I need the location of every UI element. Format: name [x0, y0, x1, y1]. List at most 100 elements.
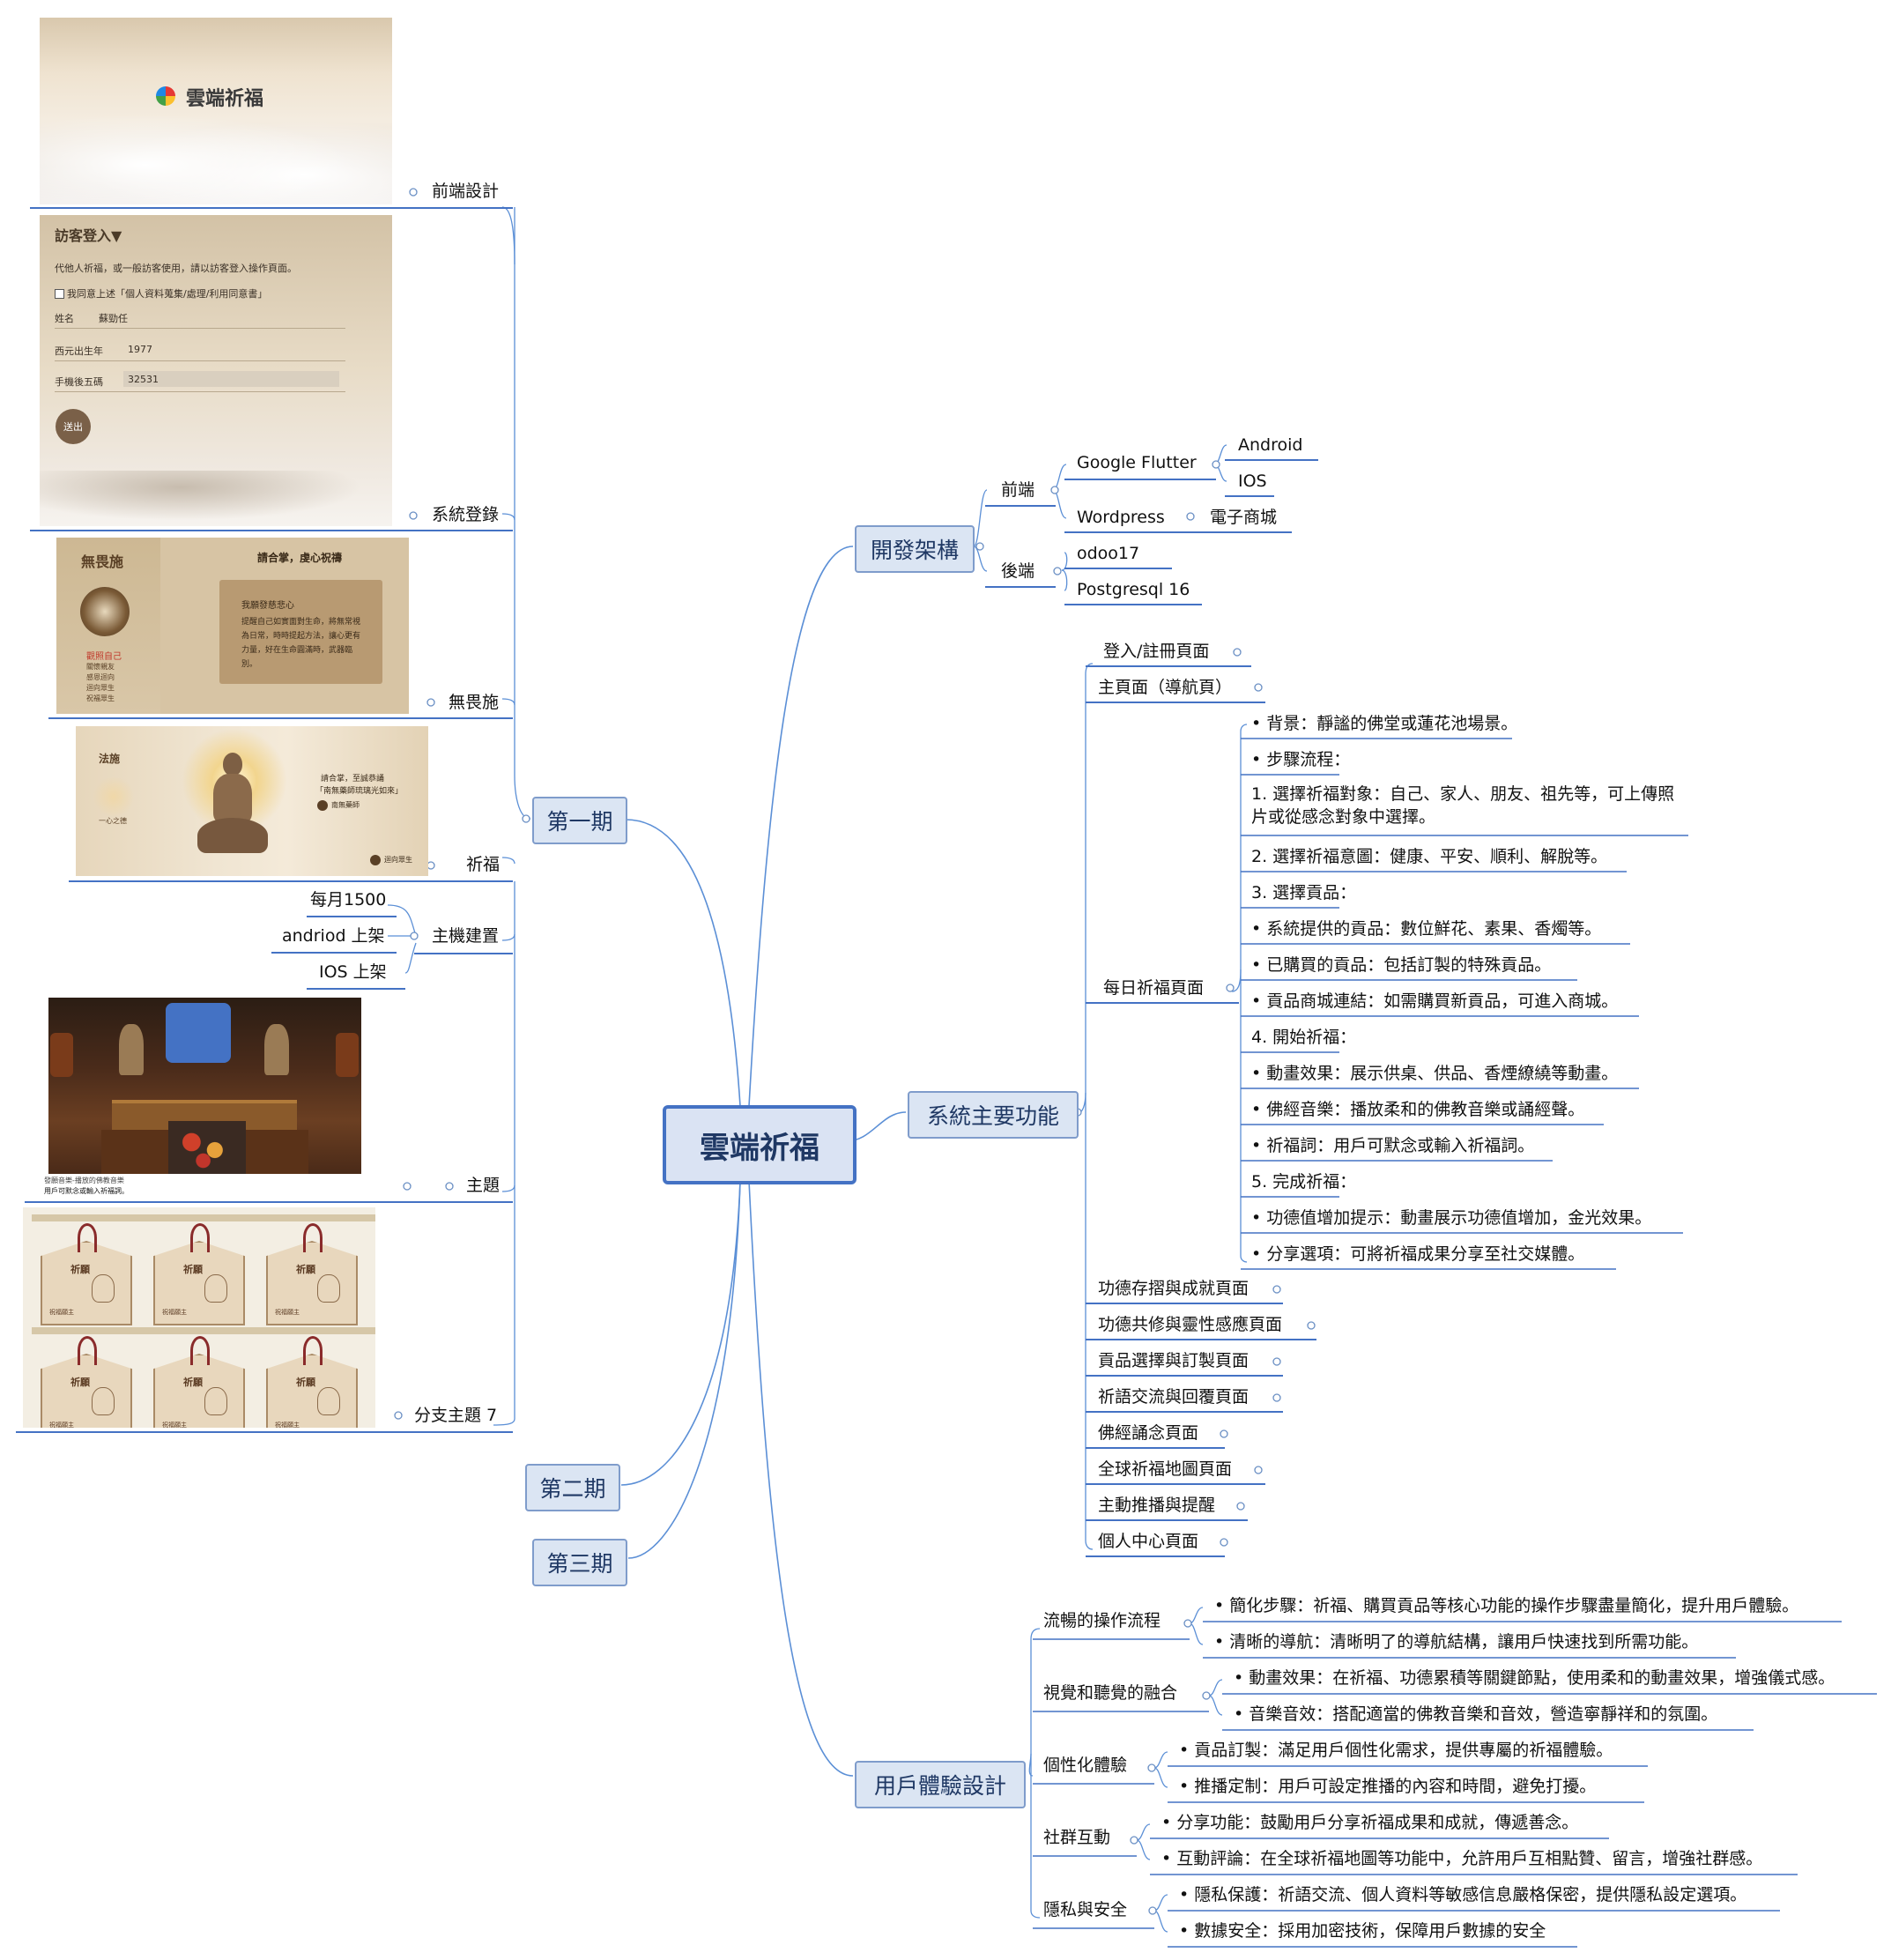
feature-login-page[interactable]: 登入/註冊頁面	[1103, 642, 1210, 661]
topic-ux-design[interactable]: 用戶體驗設計	[855, 1761, 1026, 1808]
dedicate-button[interactable]	[370, 855, 381, 865]
topic-phase1[interactable]: 第一期	[532, 797, 627, 844]
tag-small-text: 祝福願主	[275, 1422, 300, 1428]
daily-pray-item[interactable]: • 已購買的貢品：包括訂製的特殊貢品。	[1251, 955, 1552, 975]
topic-dev-architecture[interactable]: 開發架構	[855, 525, 975, 573]
name-field-value[interactable]: 蘇勁任	[99, 313, 128, 324]
offering-slot-icon[interactable]	[166, 1003, 231, 1063]
odoo-label[interactable]: odoo17	[1077, 544, 1140, 563]
daily-pray-item[interactable]: • 功德值增加提示：動畫展示功德值增加，金光效果。	[1251, 1208, 1652, 1228]
ux-detail-item[interactable]: • 動畫效果：在祈福、功德累積等關鍵節點，使用柔和的動畫效果，增強儀式感。	[1234, 1668, 1835, 1688]
frontend-design-image: 雲端祈福	[40, 18, 392, 204]
wuweishi-side-2[interactable]: 關懷親友	[86, 663, 115, 671]
ios-label[interactable]: IOS	[1238, 471, 1267, 491]
daily-pray-item[interactable]: 3. 選擇貢品：	[1251, 883, 1357, 902]
daily-pray-item[interactable]: 5. 完成祈福：	[1251, 1172, 1357, 1192]
wordpress-label[interactable]: Wordpress	[1077, 508, 1165, 527]
topic-main-features[interactable]: 系統主要功能	[908, 1091, 1079, 1139]
feature-merit-page[interactable]: 功德存摺與成就頁面	[1098, 1279, 1250, 1298]
feature-offering-page[interactable]: 貢品選擇與訂製頁面	[1098, 1351, 1250, 1370]
daily-pray-item[interactable]: • 動畫效果：展示供桌、供品、香煙繚繞等動畫。	[1251, 1064, 1619, 1083]
ux-flow-label[interactable]: 流暢的操作流程	[1043, 1611, 1161, 1630]
dedicate-label[interactable]: 迴向眾生	[384, 856, 412, 864]
feature-exchange-page[interactable]: 祈語交流與回覆頁面	[1098, 1387, 1250, 1407]
daily-pray-item[interactable]: • 步驟流程：	[1251, 750, 1351, 769]
dev-backend-label[interactable]: 後端	[1001, 561, 1035, 581]
dev-frontend-label[interactable]: 前端	[1001, 480, 1035, 500]
tag-small-text: 祝福願主	[49, 1309, 74, 1316]
wuweishi-label[interactable]: 無畏施	[449, 693, 500, 712]
daily-pray-item[interactable]: • 系統提供的貢品：數位鮮花、素果、香燭等。	[1251, 919, 1602, 939]
postgresql-label[interactable]: Postgresql 16	[1077, 580, 1190, 599]
ux-personal-label[interactable]: 個性化體驗	[1043, 1756, 1128, 1775]
daily-pray-item[interactable]: • 背景：靜謐的佛堂或蓮花池場景。	[1251, 714, 1518, 733]
tag-figure-icon	[92, 1387, 115, 1415]
wish-tag-icon[interactable]	[153, 1241, 245, 1325]
ux-detail-item[interactable]: • 互動評論：在全球祈福地圖等功能中，允許用戶互相點贊、留言，增強社群感。	[1161, 1849, 1763, 1868]
app-logo-icon	[156, 86, 175, 106]
tag-title: 祈願	[183, 1264, 203, 1275]
wuweishi-side-5[interactable]: 祝福眾生	[86, 694, 115, 702]
wuweishi-side-1[interactable]: 觀照自己	[86, 652, 122, 662]
theme-label[interactable]: 主題	[466, 1176, 501, 1195]
daily-pray-item[interactable]: • 貢品商城連結：如需購買新貢品，可進入商城。	[1251, 991, 1619, 1011]
feature-daily-pray[interactable]: 每日祈福頁面	[1103, 978, 1205, 998]
host-setup-label[interactable]: 主機建置	[432, 926, 500, 946]
lantern-left-icon	[50, 1033, 73, 1077]
ux-detail-item[interactable]: • 音樂音效：搭配適當的佛教音樂和音效，營造寧靜祥和的氛圍。	[1234, 1704, 1718, 1724]
ux-detail-item[interactable]: • 推播定制：用戶可設定推播的內容和時間，避免打擾。	[1179, 1777, 1597, 1796]
wuweishi-side-4[interactable]: 迴向眾生	[86, 684, 115, 692]
flutter-label[interactable]: Google Flutter	[1077, 453, 1197, 472]
feature-personal-center[interactable]: 個人中心頁面	[1098, 1532, 1199, 1551]
wuweishi-side-3[interactable]: 感恩迴向	[86, 673, 115, 681]
daily-pray-item[interactable]: • 佛經音樂：播放柔和的佛教音樂或誦經聲。	[1251, 1100, 1585, 1119]
daily-pray-item[interactable]: 1. 選擇祈福對象：自己、家人、朋友、祖先等，可上傳照片或從感念對象中選擇。	[1251, 784, 1675, 827]
feature-cocultivate-page[interactable]: 功德共修與靈性感應頁面	[1098, 1315, 1283, 1334]
wish-tag-icon[interactable]	[266, 1354, 358, 1428]
daily-pray-item[interactable]: • 祈福詞：用戶可默念或輸入祈福詞。	[1251, 1136, 1535, 1155]
ux-av-label[interactable]: 視覺和聽覺的融合	[1043, 1683, 1178, 1703]
ux-social-label[interactable]: 社群互動	[1043, 1828, 1111, 1847]
branch7-image: 祈願祝福願主祈願祝福願主祈願祝福願主祈願祝福願主祈願祝福願主祈願祝福願主	[23, 1207, 375, 1428]
daily-pray-item[interactable]: 4. 開始祈福：	[1251, 1028, 1357, 1047]
birth-year-value[interactable]: 1977	[128, 344, 152, 355]
wish-tag-icon[interactable]	[41, 1241, 132, 1325]
system-login-image: 訪客登入▼ 代他人祈福，或一般訪客使用，請以訪客登入操作頁面。 我同意上述「個人…	[40, 215, 392, 526]
phone-label: 手機後五碼	[55, 376, 103, 388]
daily-pray-item[interactable]: • 分享選項：可將祈福成果分享至社交媒體。	[1251, 1244, 1585, 1264]
topic-phase3[interactable]: 第三期	[532, 1539, 627, 1586]
tag-title: 祈願	[183, 1377, 203, 1388]
ux-detail-item[interactable]: • 數據安全：採用加密技術，保障用戶數據的安全	[1179, 1921, 1546, 1941]
feature-globalmap-page[interactable]: 全球祈福地圖頁面	[1098, 1459, 1233, 1479]
ios-release-label[interactable]: IOS 上架	[319, 962, 387, 982]
ux-detail-item[interactable]: • 貢品訂製：滿足用戶個性化需求，提供專屬的祈福體驗。	[1179, 1741, 1613, 1760]
phone-value[interactable]: 32531	[128, 374, 159, 385]
pray-start-button[interactable]	[317, 800, 328, 811]
pray-label[interactable]: 祈福	[466, 855, 501, 874]
daily-pray-item[interactable]: 2. 選擇祈福意圖：健康、平安、順利、解脫等。	[1251, 847, 1608, 866]
ux-detail-item[interactable]: • 分享功能：鼓勵用戶分享祈福成果和成就，傳遞善念。	[1161, 1813, 1579, 1832]
branch7-label[interactable]: 分支主題 7	[414, 1406, 498, 1425]
monthly-cost-label[interactable]: 每月1500	[310, 890, 387, 909]
frontend-design-label[interactable]: 前端設計	[432, 182, 500, 201]
system-login-label[interactable]: 系統登錄	[432, 505, 500, 524]
submit-button[interactable]: 送出	[56, 409, 91, 444]
wish-tag-icon[interactable]	[41, 1354, 132, 1428]
pray-start-label[interactable]: 南無藥師	[331, 801, 360, 809]
tag-figure-icon	[204, 1274, 227, 1303]
ux-detail-item[interactable]: • 簡化步驟：祈福、購買貢品等核心功能的操作步驟盡量簡化，提升用戶體驗。	[1214, 1596, 1799, 1615]
feature-sutra-page[interactable]: 佛經誦念頁面	[1098, 1423, 1199, 1443]
wish-tag-icon[interactable]	[266, 1241, 358, 1325]
central-topic[interactable]: 雲端祈福	[663, 1105, 857, 1184]
buddha-statue-icon	[197, 753, 268, 865]
android-label[interactable]: Android	[1238, 435, 1303, 455]
android-release-label[interactable]: andriod 上架	[282, 926, 385, 946]
ecommerce-label[interactable]: 電子商城	[1210, 508, 1278, 527]
topic-phase2[interactable]: 第二期	[525, 1464, 620, 1511]
ux-detail-item[interactable]: • 清晰的導航：清晰明了的導航結構，讓用戶快速找到所需功能。	[1214, 1632, 1699, 1652]
feature-home-page[interactable]: 主頁面（導航頁）	[1098, 678, 1233, 697]
agree-checkbox[interactable]	[55, 289, 64, 299]
ux-privacy-label[interactable]: 隱私與安全	[1043, 1900, 1128, 1919]
ux-detail-item[interactable]: • 隱私保護：祈語交流、個人資料等敏感信息嚴格保密，提供隱私設定選項。	[1179, 1885, 1747, 1904]
feature-push-reminder[interactable]: 主動推播與提醒	[1098, 1496, 1216, 1515]
